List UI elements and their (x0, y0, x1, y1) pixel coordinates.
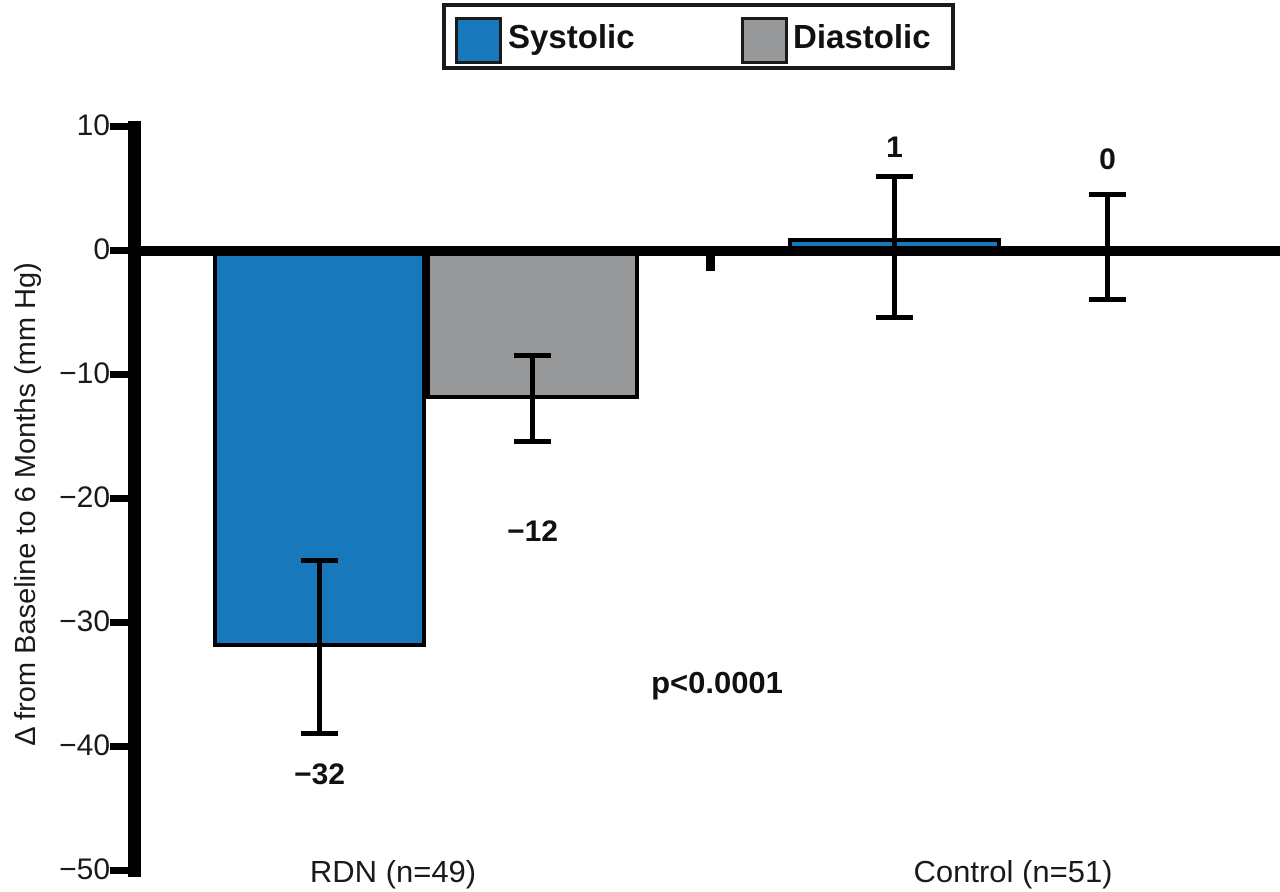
y-axis-tick (110, 494, 129, 502)
y-axis-tick (110, 246, 129, 254)
error-bar-cap-top (301, 558, 338, 563)
y-axis-tick-label: 10 (76, 109, 110, 142)
legend: Systolic Diastolic (442, 3, 955, 70)
x-group-label-control: Control (n=51) (913, 854, 1113, 889)
y-axis-tick (110, 370, 129, 378)
y-axis-tick (110, 122, 129, 130)
bar-value-label-control-diastolic: 0 (1099, 143, 1116, 177)
error-bar-cap-bottom (1089, 296, 1126, 302)
y-axis-tick (110, 866, 129, 874)
error-bar-cap-top (876, 173, 913, 179)
y-axis-tick-label: −50 (59, 853, 110, 886)
error-bar-rdn-systolic (317, 560, 322, 734)
p-value-annotation: p<0.0001 (651, 665, 783, 700)
error-bar-cap-bottom (876, 315, 913, 321)
legend-label-diastolic: Diastolic (793, 18, 931, 55)
y-axis-tick (110, 742, 129, 750)
error-bar-cap-top (1089, 192, 1126, 198)
error-bar-cap-bottom (514, 439, 551, 445)
y-axis-tick-label: −10 (59, 357, 110, 390)
y-axis-tick (110, 618, 129, 626)
y-axis-line (128, 121, 141, 877)
x-axis-zero-line (128, 246, 1280, 256)
error-bar-control-diastolic (1105, 194, 1110, 300)
bar-value-label-rdn-diastolic: −12 (507, 515, 558, 549)
legend-swatch-systolic (455, 17, 502, 64)
error-bar-cap-top (514, 353, 551, 359)
y-axis-tick-label: −20 (59, 481, 110, 514)
bar-value-label-rdn-systolic: −32 (294, 757, 345, 791)
error-bar-control-systolic (892, 175, 897, 319)
x-group-label-rdn: RDN (n=49) (309, 854, 477, 889)
legend-swatch-diastolic (741, 17, 788, 64)
y-axis-tick-label: −40 (59, 729, 110, 762)
y-axis-tick-label: 0 (93, 233, 110, 266)
y-axis-tick-label: −30 (59, 605, 110, 638)
error-bar-rdn-diastolic (530, 355, 535, 443)
error-bar-cap-bottom (301, 730, 338, 736)
legend-label-systolic: Systolic (508, 18, 635, 55)
x-axis-divider-tick (706, 255, 715, 271)
bar-value-label-control-systolic: 1 (886, 130, 903, 164)
